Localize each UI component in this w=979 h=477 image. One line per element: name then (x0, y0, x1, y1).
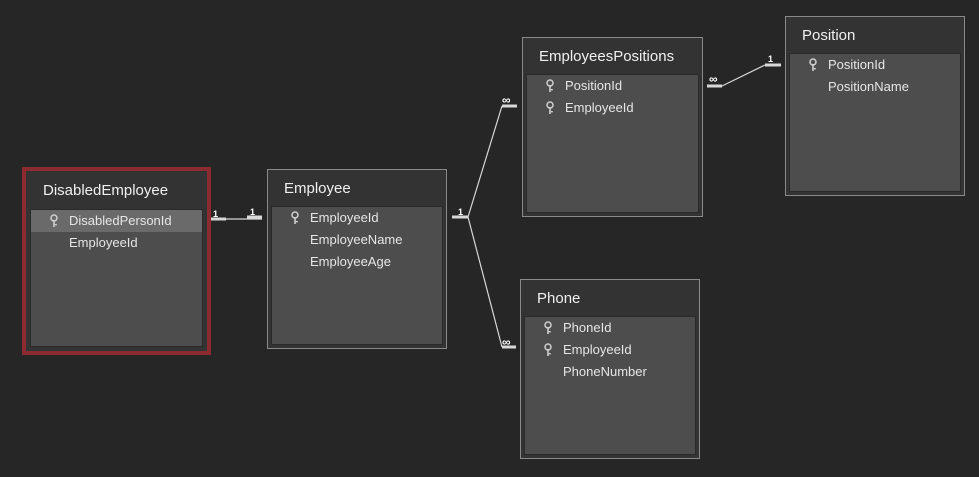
rel-line-employee-emppos (467, 105, 503, 218)
field-name: PositionId (828, 57, 886, 72)
field-row[interactable]: EmployeeId (525, 339, 695, 361)
key-icon (546, 79, 554, 92)
table-position[interactable]: Position PositionId PositionName (785, 16, 965, 196)
rel-line-emppos-position (721, 64, 766, 87)
field-list[interactable]: PositionId PositionName (789, 53, 961, 192)
field-row[interactable]: EmployeeId (272, 207, 442, 229)
field-name: EmployeeId (69, 235, 138, 250)
table-employees-positions[interactable]: EmployeesPositions PositionId EmployeeId (522, 37, 703, 217)
field-list[interactable]: DisabledPersonId EmployeeId (30, 209, 203, 347)
field-name: EmployeeName (310, 232, 403, 247)
key-icon (546, 101, 554, 114)
field-row[interactable]: EmployeeAge (272, 251, 442, 273)
field-name: EmployeeAge (310, 254, 391, 269)
field-row[interactable]: PositionId (527, 75, 698, 97)
field-row-selected[interactable]: DisabledPersonId (31, 210, 202, 232)
key-icon (544, 321, 552, 334)
table-title[interactable]: DisabledEmployee (43, 182, 169, 199)
field-row[interactable]: EmployeeId (527, 97, 698, 119)
key-icon (544, 343, 552, 356)
cardinality-one-disabled: 1 (213, 209, 219, 219)
field-name: DisabledPersonId (69, 213, 172, 228)
field-list[interactable]: EmployeeId EmployeeName EmployeeAge (271, 206, 443, 345)
field-list[interactable]: PhoneId EmployeeId PhoneNumber (524, 316, 696, 455)
field-list[interactable]: PositionId EmployeeId (526, 74, 699, 213)
cardinality-one-employee-right: 1 (458, 207, 464, 217)
table-employee[interactable]: Employee EmployeeId EmployeeName Employe… (267, 169, 447, 349)
cardinality-many-emppos: ∞ (502, 93, 511, 107)
key-icon (809, 58, 817, 71)
table-title[interactable]: Phone (537, 290, 581, 307)
cardinality-many-phone: ∞ (502, 335, 511, 349)
field-name: PhoneId (563, 320, 612, 335)
field-name: EmployeeId (310, 210, 379, 225)
table-phone[interactable]: Phone PhoneId EmployeeId PhoneNumber (520, 279, 700, 459)
table-title[interactable]: Employee (284, 180, 351, 197)
field-name: PositionId (565, 78, 623, 93)
rel-line-employee-phone (467, 216, 503, 348)
field-name: EmployeeId (565, 100, 634, 115)
table-disabled-employee[interactable]: DisabledEmployee DisabledPersonId Employ… (22, 167, 211, 355)
field-row[interactable]: PhoneId (525, 317, 695, 339)
field-row[interactable]: PhoneNumber (525, 361, 695, 383)
field-row[interactable]: PositionName (790, 76, 960, 98)
field-row[interactable]: EmployeeId (31, 232, 202, 254)
key-icon (291, 211, 299, 224)
field-name: PhoneNumber (563, 364, 647, 379)
cardinality-one-employee-left: 1 (250, 207, 256, 217)
field-name: EmployeeId (563, 342, 632, 357)
table-title[interactable]: Position (802, 27, 856, 44)
table-title[interactable]: EmployeesPositions (539, 48, 675, 65)
field-row[interactable]: PositionId (790, 54, 960, 76)
field-name: PositionName (828, 79, 909, 94)
key-icon (50, 214, 58, 227)
field-row[interactable]: EmployeeName (272, 229, 442, 251)
cardinality-one-position: 1 (768, 54, 774, 64)
cardinality-many-emppos-right: ∞ (709, 72, 718, 86)
